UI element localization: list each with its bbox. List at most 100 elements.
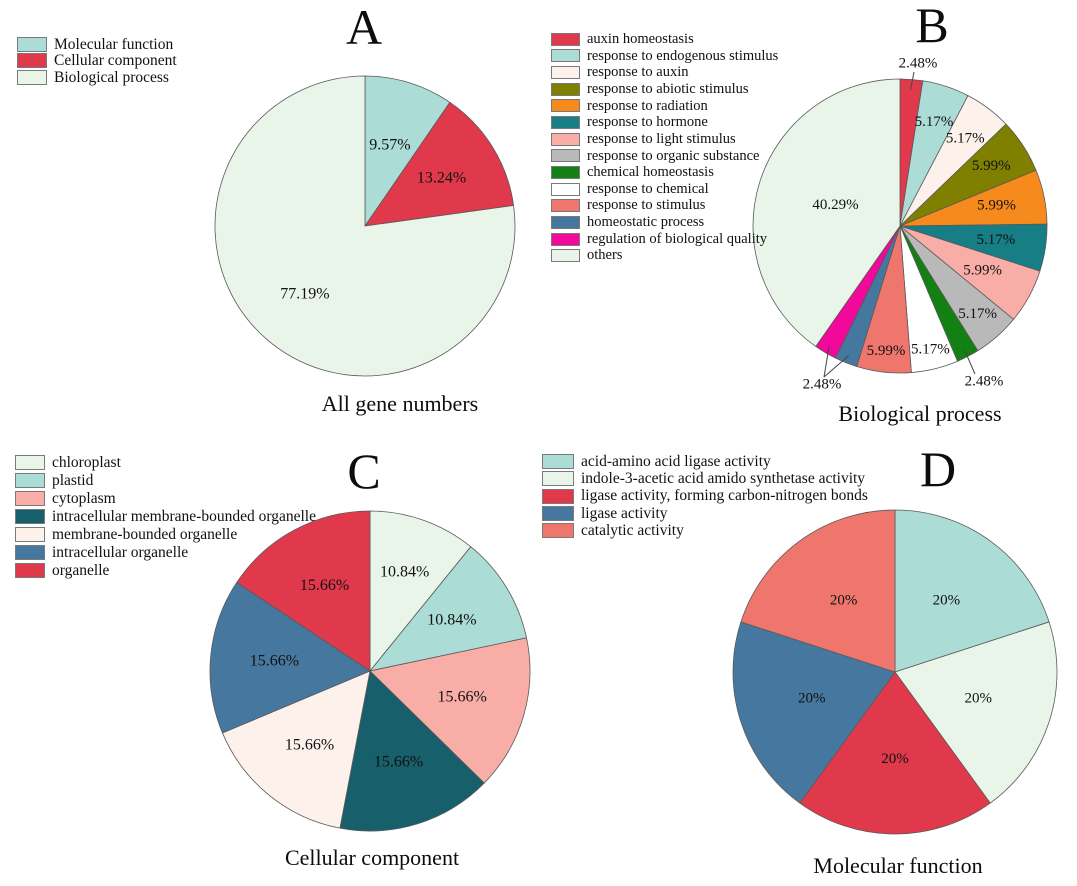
legend-item: membrane-bounded organelle [15, 526, 316, 544]
legend-item: response to chemical [551, 181, 778, 198]
legend-item: indole-3-acetic acid amido synthetase ac… [542, 470, 868, 487]
slice-label: 5.99% [867, 343, 906, 359]
slice-label: 20% [830, 593, 858, 609]
legend-item: plastid [15, 472, 316, 490]
legend-label: chemical homeostasis [587, 164, 714, 181]
label-leader-line [964, 349, 976, 375]
legend-item: catalytic activity [542, 522, 868, 539]
slice-label: 5.99% [972, 158, 1011, 174]
legend-label: response to auxin [587, 64, 689, 81]
legend-swatch [542, 506, 574, 522]
legend-label: membrane-bounded organelle [52, 525, 238, 543]
legend-swatch [551, 49, 580, 63]
slice-label: 15.66% [438, 689, 487, 706]
pie-title-cellular-component: Cellular component [284, 845, 460, 870]
legend-item: chloroplast [15, 454, 316, 472]
legend-swatch [551, 249, 580, 263]
pie-slice [732, 621, 896, 804]
legend-item: Biological process [17, 69, 177, 86]
slice-label: 5.17% [977, 232, 1016, 248]
legend-label: response to hormone [587, 114, 708, 131]
legend-label: Biological process [54, 68, 169, 86]
legend-swatch [15, 473, 45, 489]
legend-swatch [551, 32, 580, 46]
legend-item: intracellular organelle [15, 543, 316, 561]
slice-label: 20% [933, 593, 961, 609]
legend-swatch [542, 523, 574, 539]
pie-slice [368, 546, 528, 672]
slice-label: 20% [881, 751, 909, 767]
legend-item: ligase activity, forming carbon-nitrogen… [542, 488, 868, 505]
legend-label: response to organic substance [587, 147, 760, 164]
legend-label: chloroplast [52, 454, 121, 472]
legend-label: response to chemical [587, 180, 709, 197]
slice-label: 20% [798, 690, 826, 706]
legend-swatch [15, 509, 45, 525]
slice-label: 5.17% [911, 342, 950, 358]
slice-label: 5.17% [915, 114, 954, 130]
legend-item: regulation of biological quality [551, 231, 778, 248]
legend-label: intracellular organelle [52, 543, 189, 561]
legend-item: response to auxin [551, 64, 778, 81]
legend-swatch [15, 562, 45, 578]
pie-slice [894, 509, 1050, 673]
panel-letter-a: A [345, 0, 383, 55]
legend-swatch [542, 471, 574, 487]
legend-item: ligase activity [542, 505, 868, 522]
pie-slice [209, 581, 371, 734]
slice-label: 15.66% [250, 653, 299, 670]
legend-label: Cellular component [54, 52, 177, 69]
legend-label: response to stimulus [587, 197, 706, 214]
legend-swatch [542, 488, 574, 504]
panel-letter-c: C [347, 443, 381, 499]
pie-slice [214, 75, 516, 377]
legend-item: chemical homeostasis [551, 164, 778, 181]
legend-swatch [15, 455, 45, 471]
legend-label: cytoplasm [52, 489, 116, 507]
slice-label: 10.84% [427, 612, 476, 629]
legend-item: acid-amino acid ligase activity [542, 453, 868, 470]
legend-item: cytoplasm [15, 490, 316, 508]
legend-swatch [15, 544, 45, 560]
legend-label: homeostatic process [587, 214, 705, 231]
slice-label: 13.24% [417, 169, 466, 186]
legend-swatch [17, 36, 47, 52]
slice-label: 5.17% [958, 306, 997, 322]
legend-item: response to light stimulus [551, 131, 778, 148]
pie-slice [369, 637, 531, 784]
legend-item: organelle [15, 561, 316, 579]
legend-item: response to hormone [551, 114, 778, 131]
legend-swatch [551, 116, 580, 130]
legend-swatch [551, 149, 580, 163]
pie-slice [339, 670, 485, 832]
pie-title-biological-process: Biological process [838, 401, 1002, 426]
pie-title-molecular-function: Molecular function [813, 853, 983, 878]
legend-label: organelle [52, 561, 110, 579]
legend-item: response to stimulus [551, 197, 778, 214]
pie-slice [740, 509, 896, 673]
legend-label: ligase activity [581, 504, 668, 522]
legend-swatch [551, 132, 580, 146]
legend-label: indole-3-acetic acid amido synthetase ac… [581, 470, 866, 488]
legend-swatch [551, 232, 580, 246]
legend-swatch [551, 182, 580, 196]
legend-item: auxin homeostasis [551, 31, 778, 48]
legend-item: Molecular function [17, 36, 177, 53]
legend-label: others [587, 247, 623, 264]
legend-swatch [551, 199, 580, 213]
legend-item: response to radiation [551, 98, 778, 115]
legend-label: response to radiation [587, 97, 708, 114]
legend-label: response to endogenous stimulus [587, 47, 779, 64]
slice-label-outside: 2.48% [899, 55, 938, 71]
legend-label: auxin homeostasis [587, 31, 694, 48]
pie-slice [752, 78, 901, 347]
slice-label: 77.19% [280, 286, 329, 303]
legend-label: response to abiotic stimulus [587, 80, 749, 97]
slice-label: 15.66% [285, 736, 334, 753]
label-leader-line [823, 355, 849, 378]
